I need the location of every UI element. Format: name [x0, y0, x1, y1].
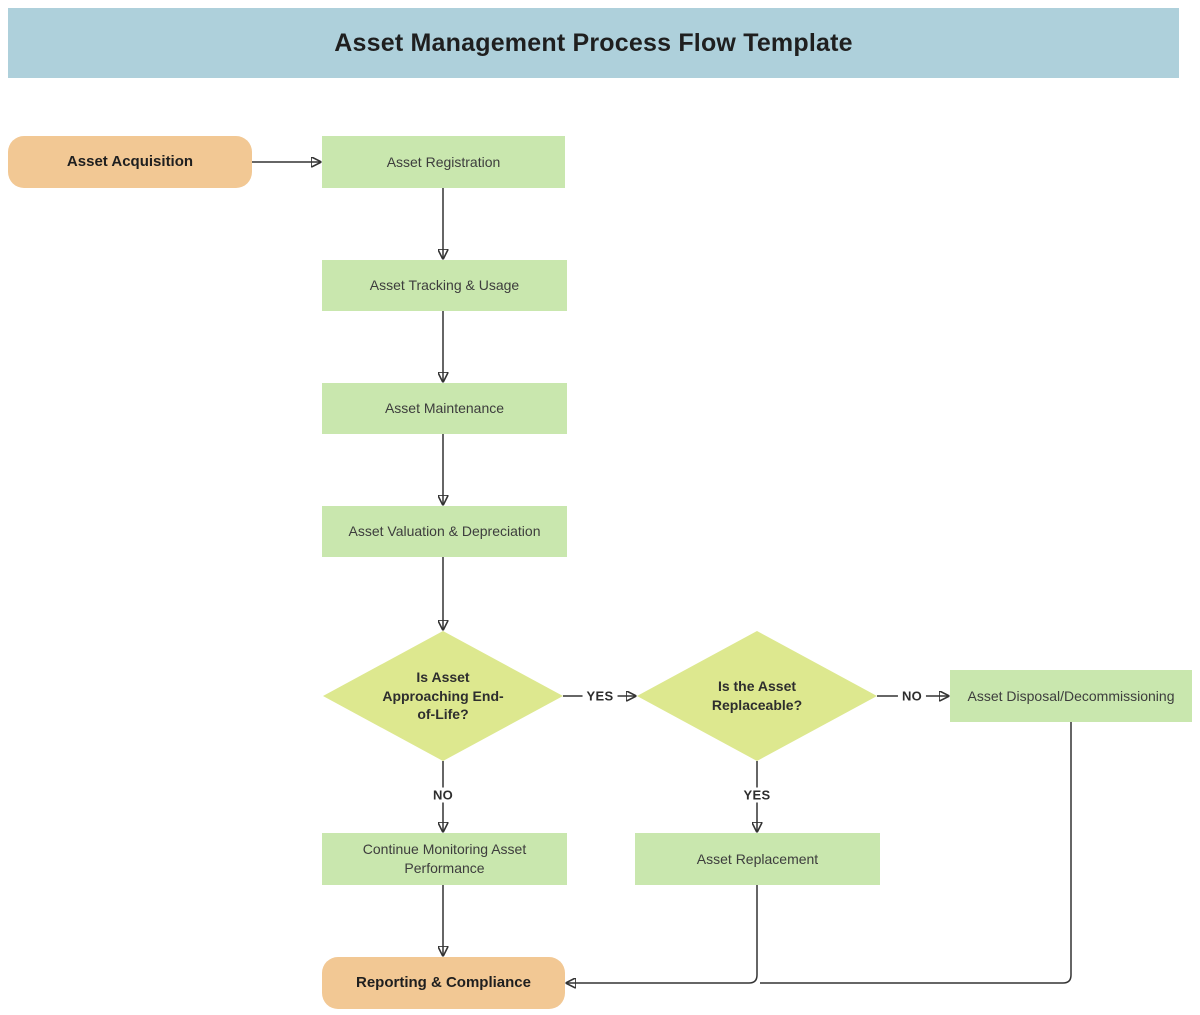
node-asset-maintenance-label: Asset Maintenance — [384, 400, 505, 417]
node-eol-decision-label: Is Asset Approaching End-of-Life? — [382, 668, 504, 723]
node-continue-monitoring-label: Continue Monitoring Asset Performance — [362, 841, 527, 876]
node-asset-maintenance: Asset Maintenance — [322, 383, 567, 434]
edge-label-eol-yes: YES — [582, 688, 618, 704]
node-reporting-compliance: Reporting & Compliance — [322, 957, 565, 1009]
node-asset-tracking: Asset Tracking & Usage — [322, 260, 567, 311]
edge-label-replace-yes: YES — [739, 787, 775, 803]
node-asset-disposal-label: Asset Disposal/Decommissioning — [967, 687, 1175, 704]
node-asset-acquisition: Asset Acquisition — [8, 136, 252, 188]
node-reporting-compliance-label: Reporting & Compliance — [355, 973, 531, 991]
node-asset-registration: Asset Registration — [322, 136, 565, 188]
title-banner: Asset Management Process Flow Template — [8, 8, 1179, 78]
node-asset-replacement-label: Asset Replacement — [696, 850, 819, 867]
node-asset-tracking-label: Asset Tracking & Usage — [369, 277, 520, 294]
node-replaceable-decision: Is the Asset Replaceable? — [637, 631, 877, 761]
node-replaceable-decision-label: Is the Asset Replaceable? — [711, 678, 803, 713]
page-title: Asset Management Process Flow Template — [334, 28, 853, 57]
node-asset-acquisition-label: Asset Acquisition — [66, 152, 194, 170]
node-asset-valuation: Asset Valuation & Depreciation — [322, 506, 567, 557]
node-asset-valuation-label: Asset Valuation & Depreciation — [348, 523, 541, 540]
node-eol-decision: Is Asset Approaching End-of-Life? — [323, 631, 563, 761]
node-asset-replacement: Asset Replacement — [635, 833, 880, 885]
node-continue-monitoring: Continue Monitoring Asset Performance — [322, 833, 567, 885]
node-asset-registration-label: Asset Registration — [386, 153, 501, 170]
edge-label-eol-no: NO — [428, 787, 458, 803]
node-asset-disposal: Asset Disposal/Decommissioning — [950, 670, 1192, 722]
edge-label-replace-no: NO — [897, 688, 927, 704]
